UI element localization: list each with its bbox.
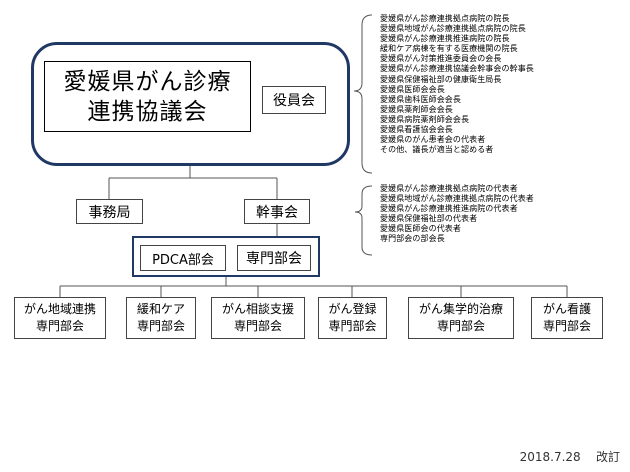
officers-member: 愛媛県がん診療連携推進病院の院長 xyxy=(380,34,510,44)
steering-member: 愛媛県がん診療連携拠点病院の代表者 xyxy=(380,184,518,193)
steering-member: 愛媛県がん診療連携推進病院の代表者 xyxy=(380,204,518,214)
committee-box: がん看護 専門部会 xyxy=(531,297,603,339)
revision-label: 改訂 xyxy=(595,450,620,464)
committee-box: がん登録 専門部会 xyxy=(318,297,387,339)
officers-member: 愛媛県看護協会会長 xyxy=(380,125,453,135)
council-title-line2: 連携協議会 xyxy=(87,98,208,125)
steering-member: 専門部会の部会長 xyxy=(380,234,445,244)
committee-line1: がん相談支援 xyxy=(221,302,294,316)
steering-member: 愛媛県保健福祉部の代表者 xyxy=(380,214,478,224)
committee-line2: 専門部会 xyxy=(436,319,485,333)
officers-member: 愛媛県保健福祉部の健康衛生局長 xyxy=(380,74,502,84)
revision-date: 2018.7.28 xyxy=(519,450,581,464)
steering-brace xyxy=(354,185,373,256)
specialist-box: 専門部会 xyxy=(237,245,311,271)
officers-member: 緩和ケア病棟を有する医療機関の院長 xyxy=(380,44,518,54)
committee-line1: がん看護 xyxy=(542,302,591,316)
steering-member-list: 愛媛県がん診療連携拠点病院の代表者 愛媛県地域がん診療連携拠点病院の代表者 愛媛… xyxy=(380,184,534,245)
officers-member: その他、議長が適当と認める者 xyxy=(380,145,494,155)
secretariat-box: 事務局 xyxy=(76,199,143,224)
steering-member: 愛媛県地域がん診療連携拠点病院の代表者 xyxy=(380,194,534,204)
revision-note: 2018.7.28 改訂 xyxy=(470,448,620,465)
officers-box: 役員会 xyxy=(262,86,326,114)
committee-line1: がん地域連携 xyxy=(23,302,96,316)
officers-member: 愛媛県がん対策推進委員会の会長 xyxy=(380,54,502,64)
officers-member-list: 愛媛県がん診療連携拠点病院の院長 愛媛県地域がん診療連携拠点病院の院長 愛媛県が… xyxy=(380,14,534,155)
officers-member: 愛媛県地域がん診療連携拠点病院の院長 xyxy=(380,24,526,34)
officers-member: 愛媛県薬剤師会会長 xyxy=(380,104,453,114)
committee-box: がん地域連携 専門部会 xyxy=(14,297,106,339)
committee-box: がん集学的治療 専門部会 xyxy=(408,297,514,339)
committee-line2: 専門部会 xyxy=(35,319,84,333)
officers-member: 愛媛県医師会会長 xyxy=(380,84,445,94)
officers-member: 愛媛県病院薬剤師会会長 xyxy=(380,114,470,124)
steering-member: 愛媛県医師会の代表者 xyxy=(380,224,461,234)
officers-brace xyxy=(353,14,373,174)
council-title-line1: 愛媛県がん診療 xyxy=(63,68,232,95)
committee-box: がん相談支援 専門部会 xyxy=(211,297,305,339)
officers-member: 愛媛県のがん患者会の代表者 xyxy=(380,135,486,145)
committee-box: 緩和ケア 専門部会 xyxy=(126,297,196,339)
committee-line1: がん登録 xyxy=(328,302,377,316)
officers-member: 愛媛県歯科医師会会長 xyxy=(380,94,461,104)
committee-line2: 専門部会 xyxy=(136,319,185,333)
committee-line2: 専門部会 xyxy=(233,319,282,333)
committee-line2: 専門部会 xyxy=(542,319,591,333)
officers-member: 愛媛県がん診療連携協議会幹事会の幹事長 xyxy=(380,64,534,74)
committee-line1: がん集学的治療 xyxy=(418,302,503,316)
steering-box: 幹事会 xyxy=(244,199,310,224)
pdca-box: PDCA部会 xyxy=(140,245,226,271)
committee-line1: 緩和ケア xyxy=(136,302,185,316)
committee-line2: 専門部会 xyxy=(328,319,377,333)
council-title: 愛媛県がん診療 連携協議会 xyxy=(44,61,251,132)
officers-member: 愛媛県がん診療連携拠点病院の院長 xyxy=(380,14,510,23)
